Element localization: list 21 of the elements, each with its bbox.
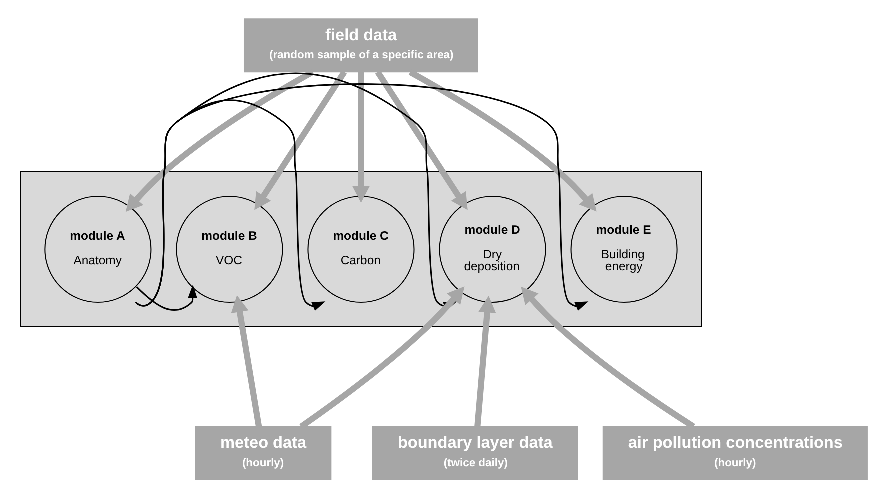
arrow — [231, 296, 262, 428]
node-box: boundary layer data (twice daily) — [372, 426, 578, 480]
node-circle: module E Building energy — [570, 196, 678, 304]
arrow — [126, 70, 314, 212]
arrow — [300, 286, 465, 430]
arrow — [352, 72, 370, 203]
arrow — [136, 100, 326, 312]
arrow — [521, 286, 696, 430]
node-box: field data (random sample of a specific area) — [244, 18, 478, 73]
node-circle: module C Carbon — [308, 196, 415, 304]
arrow — [408, 70, 597, 212]
node-circle: module B VOC — [176, 196, 284, 304]
node-circle: module D Dry deposition — [439, 196, 546, 304]
arrow — [375, 70, 468, 210]
arrow — [136, 284, 198, 311]
node-circle: module A Anatomy — [44, 196, 152, 304]
cluster — [20, 172, 702, 328]
node-box: air pollution concentrations (hourly) — [602, 426, 868, 480]
arrow — [254, 70, 348, 210]
arrow — [474, 296, 496, 427]
node-box: meteo data (hourly) — [195, 426, 332, 480]
